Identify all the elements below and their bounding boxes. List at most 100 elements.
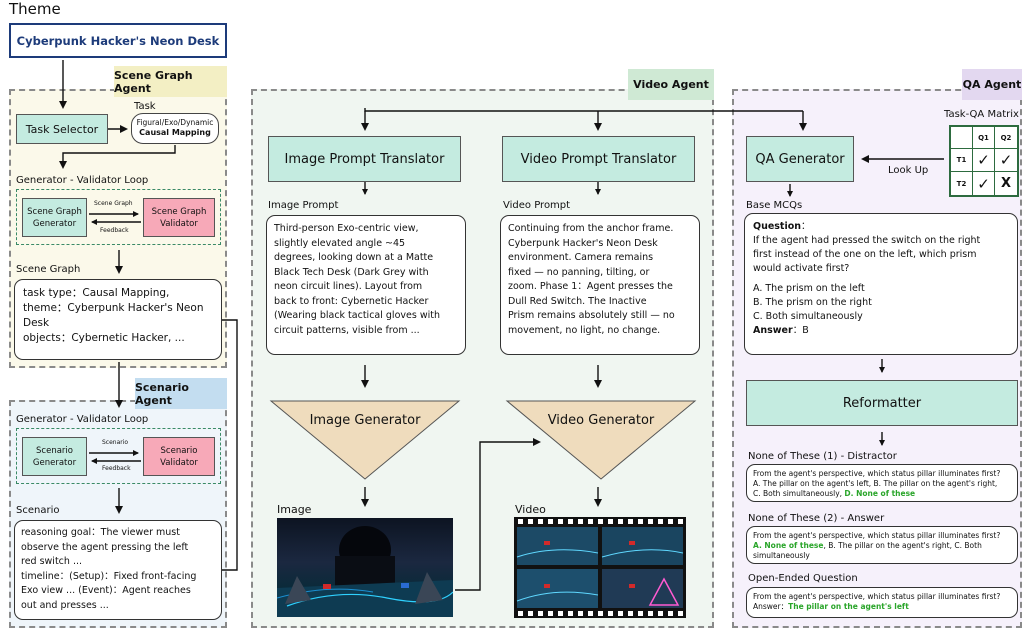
question-heading: Question： xyxy=(753,220,1017,234)
question-colon: ： xyxy=(801,221,811,232)
theme-label: Theme xyxy=(9,0,61,18)
video-prompt-line: Cyberpunk Hacker's Neon Desk xyxy=(508,237,658,249)
open-question-line: From the agent's perspective, which stat… xyxy=(753,592,1001,601)
open-ended-label: Open-Ended Question xyxy=(748,573,858,584)
sg-line: Desk xyxy=(23,317,50,329)
video-prompt-line: Continuing from the anchor frame. xyxy=(508,223,674,234)
base-mcq-box: Question： If the agent had pressed the s… xyxy=(744,213,1018,355)
qa-generator-label: QA Generator xyxy=(755,151,845,167)
video-prompt-line: fixed — no panning, tilting, or xyxy=(508,266,650,278)
task-type-line2: Causal Mapping xyxy=(139,128,211,137)
nts2-label: None of These (2) - Answer xyxy=(748,513,885,524)
image-prompt-translator-label: Image Prompt Translator xyxy=(284,151,445,167)
scenario-line: Exo view ... (Event)：Agent reaches xyxy=(21,585,191,596)
open-answer: The pillar on the agent's left xyxy=(788,602,909,611)
matrix-corner xyxy=(951,127,973,149)
matrix-row-header: T1 xyxy=(951,149,973,172)
image-prompt-line: (Wearing black tactical gloves with xyxy=(274,310,440,321)
image-prompt-line: circuit patterns, visible from ... xyxy=(274,324,420,336)
image-prompt-box: Third-person Exo-centric view, slightly … xyxy=(266,215,466,355)
sc-arrow-top-label: Scenario xyxy=(102,439,129,446)
theme-title-box: Cyberpunk Hacker's Neon Desk xyxy=(9,23,227,58)
theme-title: Cyberpunk Hacker's Neon Desk xyxy=(16,33,220,48)
image-prompt-line: back to front: Cybernetic Hacker xyxy=(274,295,429,307)
sc-validator-box: Scenario Validator xyxy=(143,437,215,476)
desk-scene xyxy=(277,526,453,617)
sg-arrow-top-label: Scene Graph xyxy=(94,200,133,207)
video-prompt-line: movement, no light, no change. xyxy=(508,324,661,336)
matrix-row-header: T2 xyxy=(951,172,973,195)
task-qa-matrix: Q1 Q2 T1 ✓ ✓ T2 ✓ X xyxy=(949,125,1019,197)
video-prompt-translator-box: Video Prompt Translator xyxy=(502,136,695,182)
generated-video-filmstrip xyxy=(514,517,686,618)
open-ended-box: From the agent's perspective, which stat… xyxy=(746,587,1018,618)
base-mcqs-label: Base MCQs xyxy=(746,200,803,211)
sg-generator-box: Scene Graph Generator xyxy=(22,198,87,237)
task-qa-matrix-label: Task-QA Matrix xyxy=(944,109,1019,120)
image-prompt-translator-box: Image Prompt Translator xyxy=(268,136,461,182)
task-selector-label: Task Selector xyxy=(25,122,99,136)
nts1-line: A. The pillar on the agent's left, B. Th… xyxy=(753,479,998,488)
reformatter-box: Reformatter xyxy=(746,380,1018,426)
sg-validator-label: Scene Graph Validator xyxy=(151,206,207,229)
answer-value: B xyxy=(802,325,809,336)
question-line: would activate first? xyxy=(753,263,850,274)
video-prompt-translator-label: Video Prompt Translator xyxy=(520,151,677,167)
scenario-line: reasoning goal：The viewer must xyxy=(21,527,180,538)
task-label: Task xyxy=(134,101,156,112)
generated-image xyxy=(277,518,453,617)
nts1-line: C. Both simultaneously, D. None of these xyxy=(753,489,916,498)
image-prompt-line: degrees, looking down at a Matte xyxy=(274,252,434,263)
video-prompt-label: Video Prompt xyxy=(503,200,571,211)
image-prompt-label: Image Prompt xyxy=(268,200,339,211)
matrix-cell: X xyxy=(1000,176,1012,191)
answer-line: Answer：B xyxy=(753,325,809,336)
video-prompt-box: Continuing from the anchor frame. Cyberp… xyxy=(500,215,700,355)
sc-generator-box: Scenario Generator xyxy=(22,437,87,476)
filmstrip-frames xyxy=(516,519,684,616)
look-up-label: Look Up xyxy=(888,165,929,176)
scenario-line: red switch ... xyxy=(21,556,82,567)
video-prompt-line: Prism remains absolutely still — no xyxy=(508,310,675,321)
image-generator-label: Image Generator xyxy=(309,413,421,428)
task-selector-box: Task Selector xyxy=(16,114,108,144)
matrix-col-header: Q2 xyxy=(995,127,1017,149)
video-output-label: Video xyxy=(515,503,546,516)
option-line: C. Both simultaneously xyxy=(753,311,863,322)
image-prompt-line: slightly elevated angle ~45 xyxy=(274,237,406,249)
matrix-cell: ✓ xyxy=(973,172,995,195)
nts2-correct-option: A. None of these xyxy=(753,541,824,550)
sc-loop-frame xyxy=(16,428,221,484)
nts1-box: From the agent's perspective, which stat… xyxy=(746,464,1018,502)
image-prompt-line: Third-person Exo-centric view, xyxy=(274,223,419,234)
nts2-line: A. None of these, B. The pillar on the a… xyxy=(753,541,982,550)
scenario-line: out and presses ... xyxy=(21,599,109,611)
video-generator-label: Video Generator xyxy=(547,413,655,428)
sg-generator-label: Scene Graph Generator xyxy=(27,206,82,229)
sg-loop-label: Generator - Validator Loop xyxy=(16,175,149,186)
scenario-output-box: reasoning goal：The viewer must observe t… xyxy=(14,520,222,620)
open-answer-line: Answer：The pillar on the agent's left xyxy=(753,602,909,611)
option-line: A. The prism on the left xyxy=(753,283,865,294)
question-line: If the agent had pressed the switch on t… xyxy=(753,235,981,246)
matrix-cell: ✓ xyxy=(973,149,995,172)
answer-label: Answer xyxy=(753,325,793,336)
nts1-correct-option: D. None of these xyxy=(844,489,916,498)
image-output-label: Image xyxy=(277,503,312,516)
qa-agent-tag: QA Agent xyxy=(962,69,1022,100)
sg-validator-box: Scene Graph Validator xyxy=(143,198,215,237)
option-line: B. The prism on the right xyxy=(753,297,872,308)
sg-line: objects：Cybernetic Hacker, ... xyxy=(23,332,185,344)
scene-graph-output-label: Scene Graph xyxy=(16,264,81,275)
matrix-col-header: Q1 xyxy=(973,127,995,149)
image-prompt-line: Black Tech Desk (Dark Grey with xyxy=(274,266,429,278)
sc-arrow-bottom-label: Feedback xyxy=(102,465,131,472)
sg-arrow-bottom-label: Feedback xyxy=(100,227,129,234)
question-line: first instead of the one on the left, wh… xyxy=(753,249,977,260)
matrix-cell: ✓ xyxy=(995,149,1017,172)
question-label: Question xyxy=(753,221,802,232)
task-type-line1: Figural/Exo/Dynamic xyxy=(136,118,214,127)
scene-graph-output-box: task type：Causal Mapping, theme：Cyberpun… xyxy=(14,279,222,360)
scenario-output-label: Scenario xyxy=(16,505,60,516)
nts2-box: From the agent's perspective, which stat… xyxy=(746,526,1018,564)
